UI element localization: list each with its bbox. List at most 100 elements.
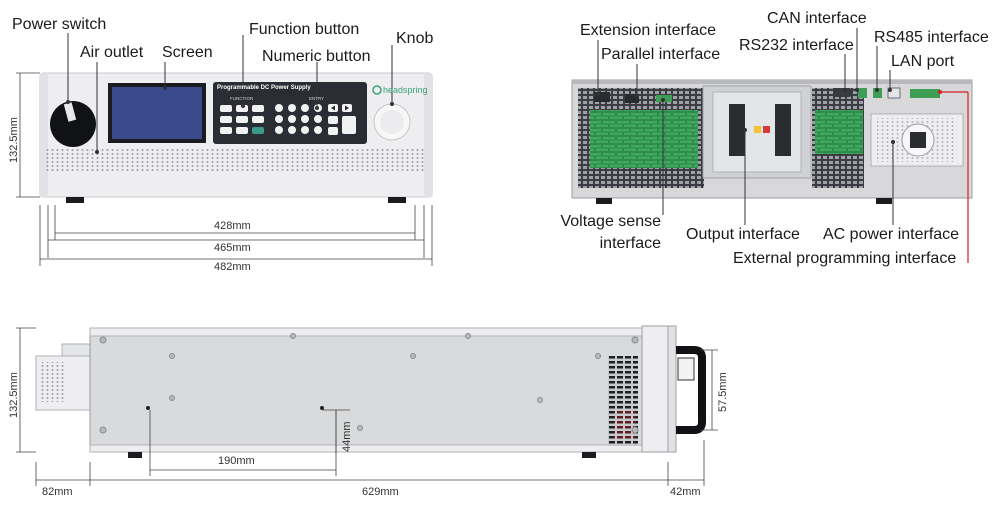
rear-ac-box-grille bbox=[40, 362, 66, 402]
keypad-panel bbox=[213, 82, 367, 144]
label-output-interface: Output interface bbox=[686, 226, 800, 243]
rear-connector-strip bbox=[61, 343, 91, 357]
numeric-key[interactable] bbox=[275, 115, 283, 123]
function-key[interactable] bbox=[236, 127, 248, 134]
lan-port[interactable] bbox=[887, 87, 901, 99]
air-outlet-grille bbox=[46, 148, 426, 172]
function-key[interactable] bbox=[220, 105, 232, 112]
front-foot-right bbox=[388, 197, 406, 203]
function-key[interactable] bbox=[220, 116, 232, 123]
side-vent-grille-red bbox=[614, 410, 636, 440]
numeric-keys bbox=[275, 104, 322, 134]
ac-power-socket-core bbox=[910, 132, 926, 148]
power-switch-lever bbox=[63, 102, 77, 122]
label-voltage-sense-line1: Voltage sense bbox=[560, 213, 661, 230]
numeric-key[interactable] bbox=[275, 104, 283, 112]
label-screen: Screen bbox=[162, 44, 213, 61]
arrow-up-key[interactable] bbox=[328, 116, 338, 124]
handle-grip bbox=[677, 357, 695, 381]
label-knob: Knob bbox=[396, 30, 434, 47]
warning-sticker bbox=[754, 126, 761, 133]
front-panel-side bbox=[641, 325, 669, 453]
numeric-key[interactable] bbox=[288, 126, 296, 134]
side-body bbox=[89, 333, 643, 453]
parallel-connector[interactable] bbox=[625, 94, 639, 103]
knob-center bbox=[380, 110, 404, 134]
label-lan-port: LAN port bbox=[891, 53, 955, 70]
side-body-bottom bbox=[89, 444, 643, 453]
side-foot-span-dim: 190mm bbox=[218, 455, 255, 467]
front-left-ear bbox=[40, 73, 48, 197]
numeric-key[interactable] bbox=[301, 126, 309, 134]
arrow-right-icon bbox=[345, 105, 349, 111]
function-key-teal[interactable] bbox=[252, 127, 264, 134]
rs485-connector[interactable] bbox=[873, 88, 882, 98]
arrow-left-icon bbox=[331, 105, 335, 111]
enter-key[interactable] bbox=[342, 116, 356, 134]
label-rs232-interface: RS232 interface bbox=[739, 37, 854, 54]
external-programming-connector[interactable] bbox=[910, 89, 940, 98]
label-air-outlet: Air outlet bbox=[80, 44, 144, 61]
screen bbox=[112, 87, 202, 139]
rear-green-board-right bbox=[815, 110, 863, 154]
numeric-key[interactable] bbox=[314, 115, 322, 123]
side-handle-height-dim: 57.5mm bbox=[717, 372, 729, 412]
output-terminal-negative[interactable] bbox=[729, 104, 745, 156]
side-foot-front bbox=[582, 452, 596, 458]
numeric-key[interactable] bbox=[275, 126, 283, 134]
function-key[interactable] bbox=[236, 105, 248, 112]
rear-green-board bbox=[590, 110, 698, 168]
panel-entry-label: ENTRY bbox=[309, 96, 325, 101]
label-external-programming-interface: External programming interface bbox=[733, 250, 957, 267]
can-connector[interactable] bbox=[858, 88, 867, 98]
label-function-button: Function button bbox=[249, 21, 360, 38]
numeric-key[interactable] bbox=[288, 104, 296, 112]
arrow-down-key[interactable] bbox=[328, 127, 338, 135]
function-key[interactable] bbox=[252, 105, 264, 112]
label-can-interface: CAN interface bbox=[767, 10, 867, 27]
function-key[interactable] bbox=[252, 116, 264, 123]
function-key[interactable] bbox=[220, 127, 232, 134]
side-handle-depth-dim: 42mm bbox=[670, 486, 701, 498]
front-width-mid-dim: 465mm bbox=[214, 242, 251, 254]
numeric-key[interactable] bbox=[301, 104, 309, 112]
front-width-outer-dim: 482mm bbox=[214, 261, 251, 273]
front-right-ear bbox=[424, 73, 432, 197]
label-parallel-interface: Parallel interface bbox=[601, 46, 721, 63]
side-body-top bbox=[89, 327, 643, 337]
front-panel-ear bbox=[667, 325, 677, 453]
label-power-switch: Power switch bbox=[12, 16, 107, 33]
rear-view bbox=[571, 28, 973, 263]
brand-name: headspring bbox=[383, 85, 428, 95]
function-keys bbox=[220, 105, 264, 134]
rs232-connector[interactable] bbox=[833, 88, 851, 97]
numeric-key[interactable] bbox=[301, 115, 309, 123]
front-height-dim: 132.5mm bbox=[8, 117, 20, 163]
power-switch-knob[interactable] bbox=[50, 101, 96, 147]
output-terminal-positive[interactable] bbox=[775, 104, 791, 156]
side-rear-depth-dim: 82mm bbox=[42, 486, 73, 498]
side-foot-rear bbox=[128, 452, 142, 458]
label-numeric-button: Numeric button bbox=[262, 48, 371, 65]
rear-top-strip bbox=[572, 80, 972, 84]
front-view bbox=[16, 33, 433, 266]
numeric-key[interactable] bbox=[314, 126, 322, 134]
numeric-key[interactable] bbox=[288, 115, 296, 123]
entry-keys bbox=[328, 104, 356, 135]
extension-connector[interactable] bbox=[594, 92, 610, 102]
side-view bbox=[16, 325, 718, 486]
side-foot-height-dim: 44mm bbox=[341, 421, 353, 452]
label-voltage-sense-line2: interface bbox=[599, 235, 661, 252]
brand-logo-icon bbox=[372, 85, 382, 95]
rear-foot-left bbox=[596, 198, 612, 204]
panel-function-label: FUNCTION bbox=[230, 96, 254, 101]
panel-title: Programmable DC Power Supply bbox=[217, 85, 311, 91]
front-foot-left bbox=[66, 197, 84, 203]
handle[interactable] bbox=[676, 346, 706, 434]
side-height-dim: 132.5mm bbox=[8, 372, 20, 418]
function-key[interactable] bbox=[236, 116, 248, 123]
rear-foot-right bbox=[876, 198, 892, 204]
label-rs485-interface: RS485 interface bbox=[874, 29, 989, 46]
